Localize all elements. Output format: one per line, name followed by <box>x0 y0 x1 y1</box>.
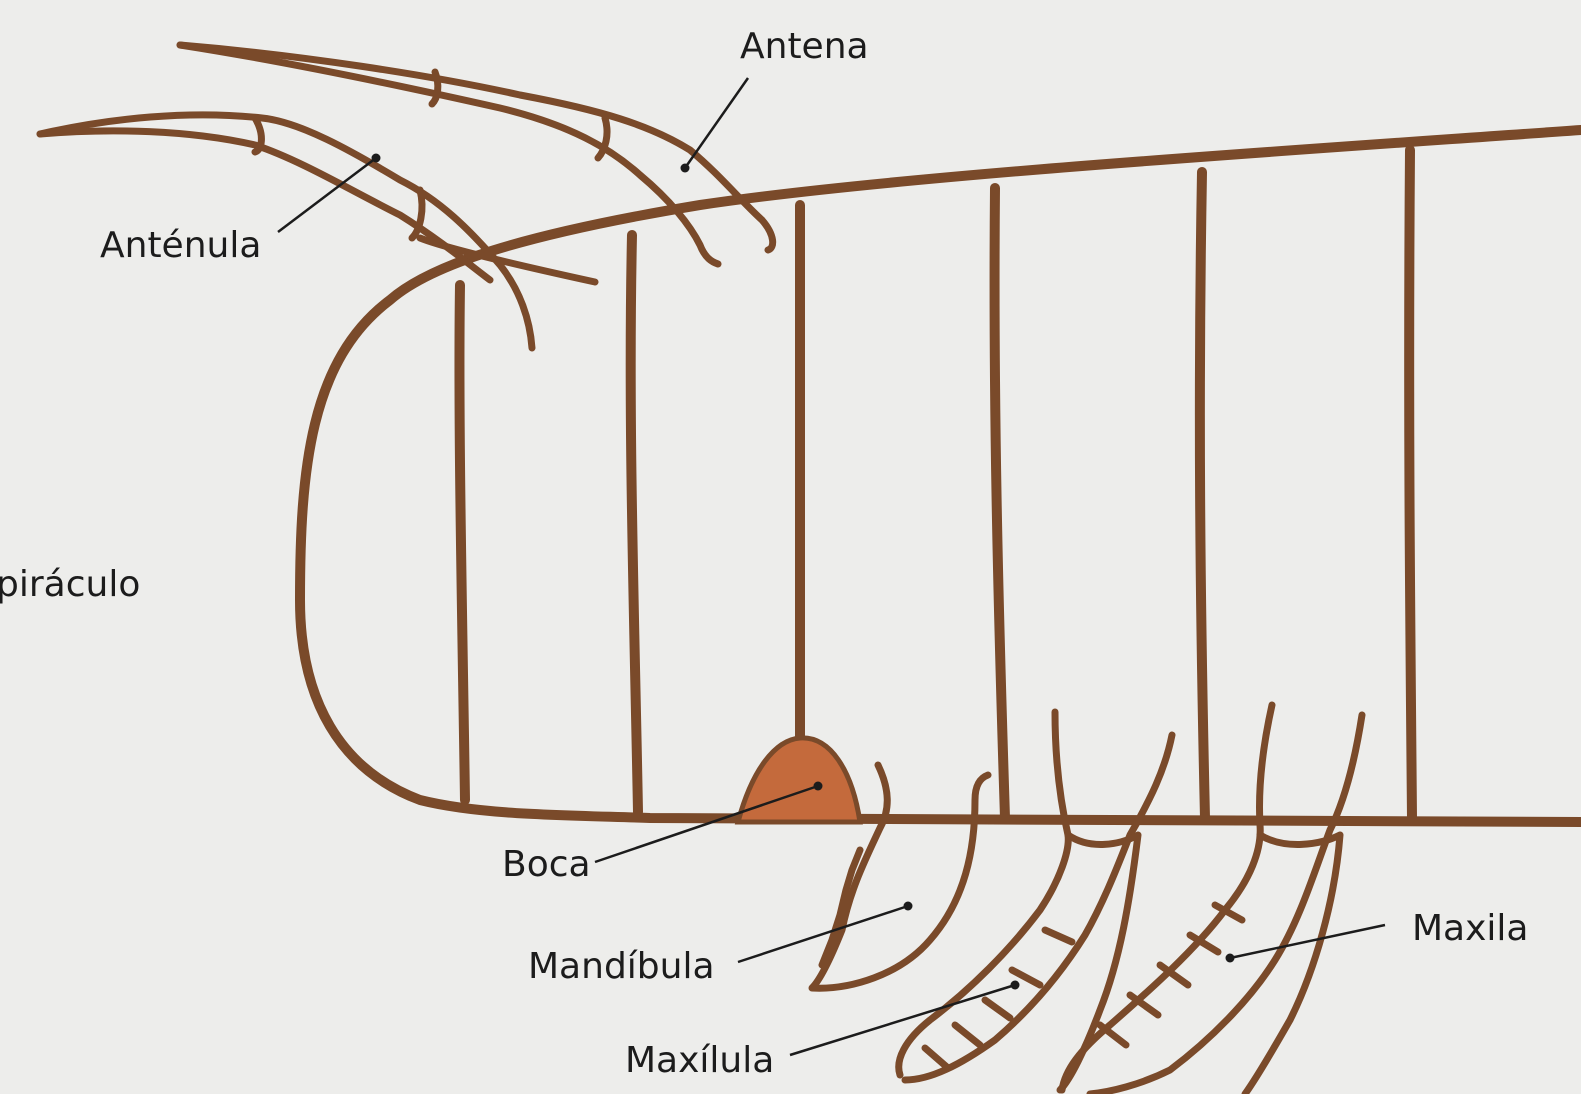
maxilla-appendage <box>1062 705 1362 1094</box>
maxilula-dot <box>1011 981 1020 990</box>
segment-line-1 <box>459 285 465 800</box>
label-maxila: Maxila <box>1412 908 1529 949</box>
body-outline <box>300 130 1581 822</box>
segment-line-2 <box>631 235 638 812</box>
maxillule-appendage <box>899 712 1172 1090</box>
antena-dot <box>681 164 690 173</box>
label-mandibula: Mandíbula <box>528 946 715 987</box>
mouth-shape <box>738 738 860 822</box>
maxila-leader <box>1230 925 1385 958</box>
antenula-dot <box>372 154 381 163</box>
segment-line-5 <box>1200 172 1205 818</box>
label-antena: Antena <box>740 26 869 67</box>
maxila-dot <box>1226 954 1235 963</box>
label-maxilula: Maxílula <box>625 1040 774 1081</box>
label-espiraculo: piráculo <box>0 564 140 605</box>
segment-line-4 <box>995 188 1005 818</box>
antena-leader <box>685 78 748 168</box>
label-boca: Boca <box>502 844 591 885</box>
mandibula-dot <box>904 902 913 911</box>
segment-line-6 <box>1409 150 1412 818</box>
boca-dot <box>814 782 823 791</box>
label-antenula: Anténula <box>100 225 261 266</box>
antenna-appendage <box>180 45 773 264</box>
